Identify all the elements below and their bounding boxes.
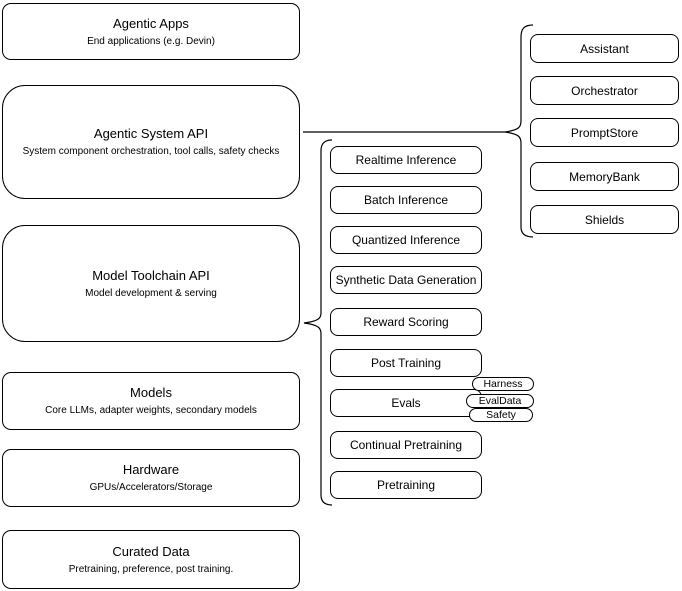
node-label: Realtime Inference (355, 153, 457, 167)
node-hardware: Hardware GPUs/Accelerators/Storage (2, 449, 300, 507)
node-realtime-inference: Realtime Inference (330, 146, 482, 174)
tag-label: EvalData (478, 395, 522, 407)
node-orchestrator: Orchestrator (530, 76, 679, 105)
node-label: Evals (391, 396, 421, 410)
node-label: PromptStore (570, 125, 639, 140)
node-label: Reward Scoring (363, 315, 449, 329)
node-label: Pretraining (376, 478, 436, 492)
node-label: Shields (584, 212, 625, 227)
node-label: Synthetic Data Generation (335, 273, 477, 287)
node-title: Curated Data (112, 543, 190, 559)
node-promptstore: PromptStore (530, 118, 679, 147)
node-label: Continual Pretraining (349, 438, 463, 452)
node-memorybank: MemoryBank (530, 162, 679, 191)
node-reward-scoring: Reward Scoring (330, 308, 482, 336)
node-quantized-inference: Quantized Inference (330, 226, 482, 254)
node-assistant: Assistant (530, 34, 679, 63)
tag-harness: Harness (472, 377, 534, 391)
node-title: Model Toolchain API (92, 267, 210, 283)
node-subtitle: System component orchestration, tool cal… (22, 146, 280, 157)
node-title: Agentic System API (93, 126, 209, 141)
node-model-toolchain-api: Model Toolchain API Model development & … (2, 225, 300, 342)
node-subtitle: Core LLMs, adapter weights, secondary mo… (45, 405, 257, 416)
node-label: Assistant (580, 41, 629, 56)
node-pretraining: Pretraining (330, 471, 482, 499)
node-label: Batch Inference (363, 193, 449, 207)
tag-safety: Safety (469, 408, 533, 422)
node-agentic-apps: Agentic Apps End applications (e.g. Devi… (2, 3, 300, 60)
node-label: MemoryBank (569, 169, 640, 184)
toolchain-group-brace (303, 139, 333, 506)
node-curated-data: Curated Data Pretraining, preference, po… (2, 530, 300, 589)
node-label: Quantized Inference (351, 233, 461, 247)
node-agentic-system-api: Agentic System API System component orch… (2, 85, 300, 199)
node-synthetic-data-generation: Synthetic Data Generation (330, 266, 482, 294)
tag-label: Safety (486, 409, 516, 421)
node-label: Orchestrator (571, 83, 638, 98)
tag-evaldata: EvalData (466, 394, 534, 408)
node-title: Agentic Apps (113, 15, 189, 31)
node-title: Hardware (122, 462, 180, 477)
node-models: Models Core LLMs, adapter weights, secon… (2, 372, 300, 430)
node-continual-pretraining: Continual Pretraining (330, 431, 482, 459)
tag-label: Harness (483, 378, 523, 390)
node-batch-inference: Batch Inference (330, 186, 482, 214)
node-subtitle: Model development & serving (85, 287, 217, 299)
node-subtitle: Pretraining, preference, post training. (68, 563, 234, 575)
node-shields: Shields (530, 205, 679, 234)
node-title: Models (130, 385, 172, 400)
node-evals: Evals (330, 389, 482, 417)
node-subtitle: GPUs/Accelerators/Storage (89, 482, 213, 493)
node-label: Post Training (370, 356, 442, 370)
node-subtitle: End applications (e.g. Devin) (87, 35, 215, 47)
system-group-brace (504, 24, 534, 238)
node-post-training: Post Training (330, 349, 482, 377)
